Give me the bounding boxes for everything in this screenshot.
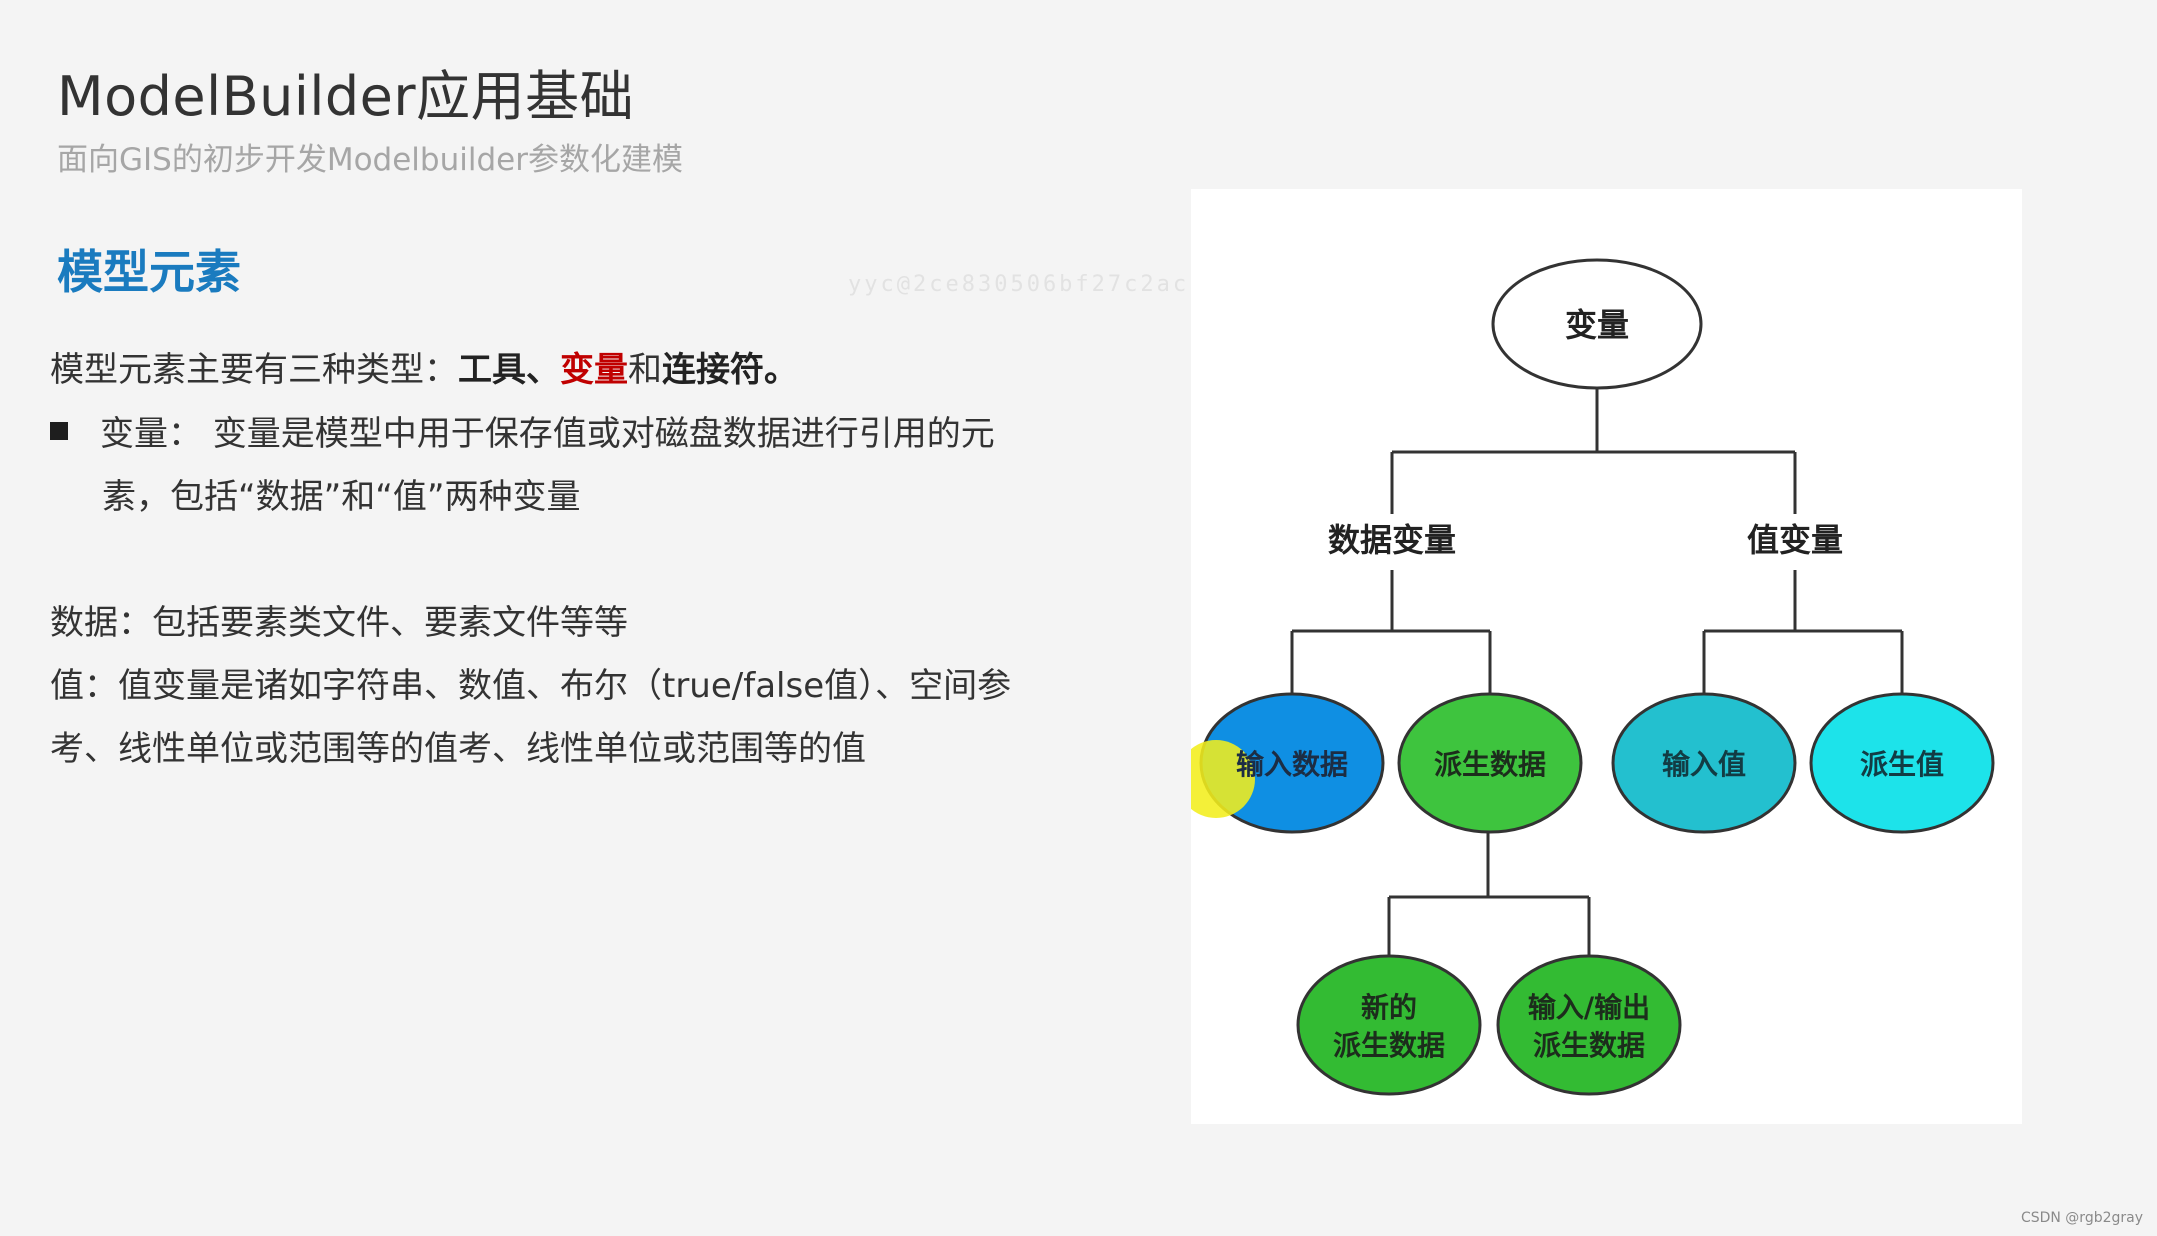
- intro-paragraph: 模型元素主要有三种类型：工具、变量和连接符。: [50, 339, 798, 402]
- derived-value-node: [1809, 692, 1995, 834]
- square-bullet-icon: [50, 421, 68, 440]
- io-derived-label-line-2: 派生数据: [1533, 1029, 1645, 1062]
- page-subtitle: 面向GIS的初步开发Modelbuilder参数化建模: [57, 142, 683, 178]
- root-node: [1491, 258, 1703, 390]
- derived-value-label: 派生值: [1860, 748, 1944, 781]
- tree-connectors: [1290, 388, 1904, 955]
- value-description-line-2: 考、线性单位或范围等的值考、线性单位或范围等的值: [50, 729, 866, 769]
- input-data-label: 输入数据: [1236, 748, 1348, 781]
- derived-data-node: [1397, 692, 1583, 834]
- derived-data-label: 派生数据: [1434, 748, 1546, 781]
- page-title: ModelBuilder应用基础: [57, 65, 635, 128]
- cursor-highlight-icon: [1191, 740, 1255, 818]
- section-heading: 模型元素: [57, 245, 241, 299]
- data-variable-label: 数据变量: [1328, 521, 1456, 559]
- bullet-line-2: 素，包括“数据”和“值”两种变量: [102, 477, 581, 517]
- root-label: 变量: [1565, 306, 1629, 344]
- intro-connector: 连接符。: [662, 350, 798, 390]
- input-value-node: [1611, 692, 1797, 834]
- intro-variable: 变量: [560, 350, 628, 390]
- variable-tree-diagram: 变量 数据变量 值变量 输入数据 派生数据 输入值 派生值 新的 派生数据 输入…: [1191, 189, 2022, 1124]
- value-description-line-1: 值：值变量是诸如字符串、数值、布尔（true/false值）、空间参: [50, 666, 1012, 706]
- bullet-line-1: 变量： 变量是模型中用于保存值或对磁盘数据进行引用的元: [100, 414, 995, 454]
- io-derived-label-line-1: 输入/输出: [1528, 991, 1650, 1024]
- new-derived-label-line-2: 派生数据: [1333, 1029, 1445, 1062]
- bullet-item-variable: 变量： 变量是模型中用于保存值或对磁盘数据进行引用的元: [50, 403, 995, 466]
- intro-prefix: 模型元素主要有三种类型：: [50, 350, 458, 390]
- io-derived-data-node: [1496, 954, 1682, 1096]
- new-derived-label-line-1: 新的: [1361, 991, 1417, 1024]
- footer-credit: CSDN @rgb2gray: [2020, 1210, 2143, 1226]
- intro-tool: 工具、: [458, 350, 560, 390]
- new-derived-data-node: [1296, 954, 1482, 1096]
- data-description: 数据：包括要素类文件、要素文件等等: [50, 603, 628, 643]
- value-variable-label: 值变量: [1747, 521, 1843, 559]
- intro-conj: 和: [628, 350, 662, 390]
- variable-tree-svg: 变量 数据变量 值变量 输入数据 派生数据 输入值 派生值 新的 派生数据 输入…: [1191, 258, 1995, 1096]
- input-value-label: 输入值: [1662, 748, 1746, 781]
